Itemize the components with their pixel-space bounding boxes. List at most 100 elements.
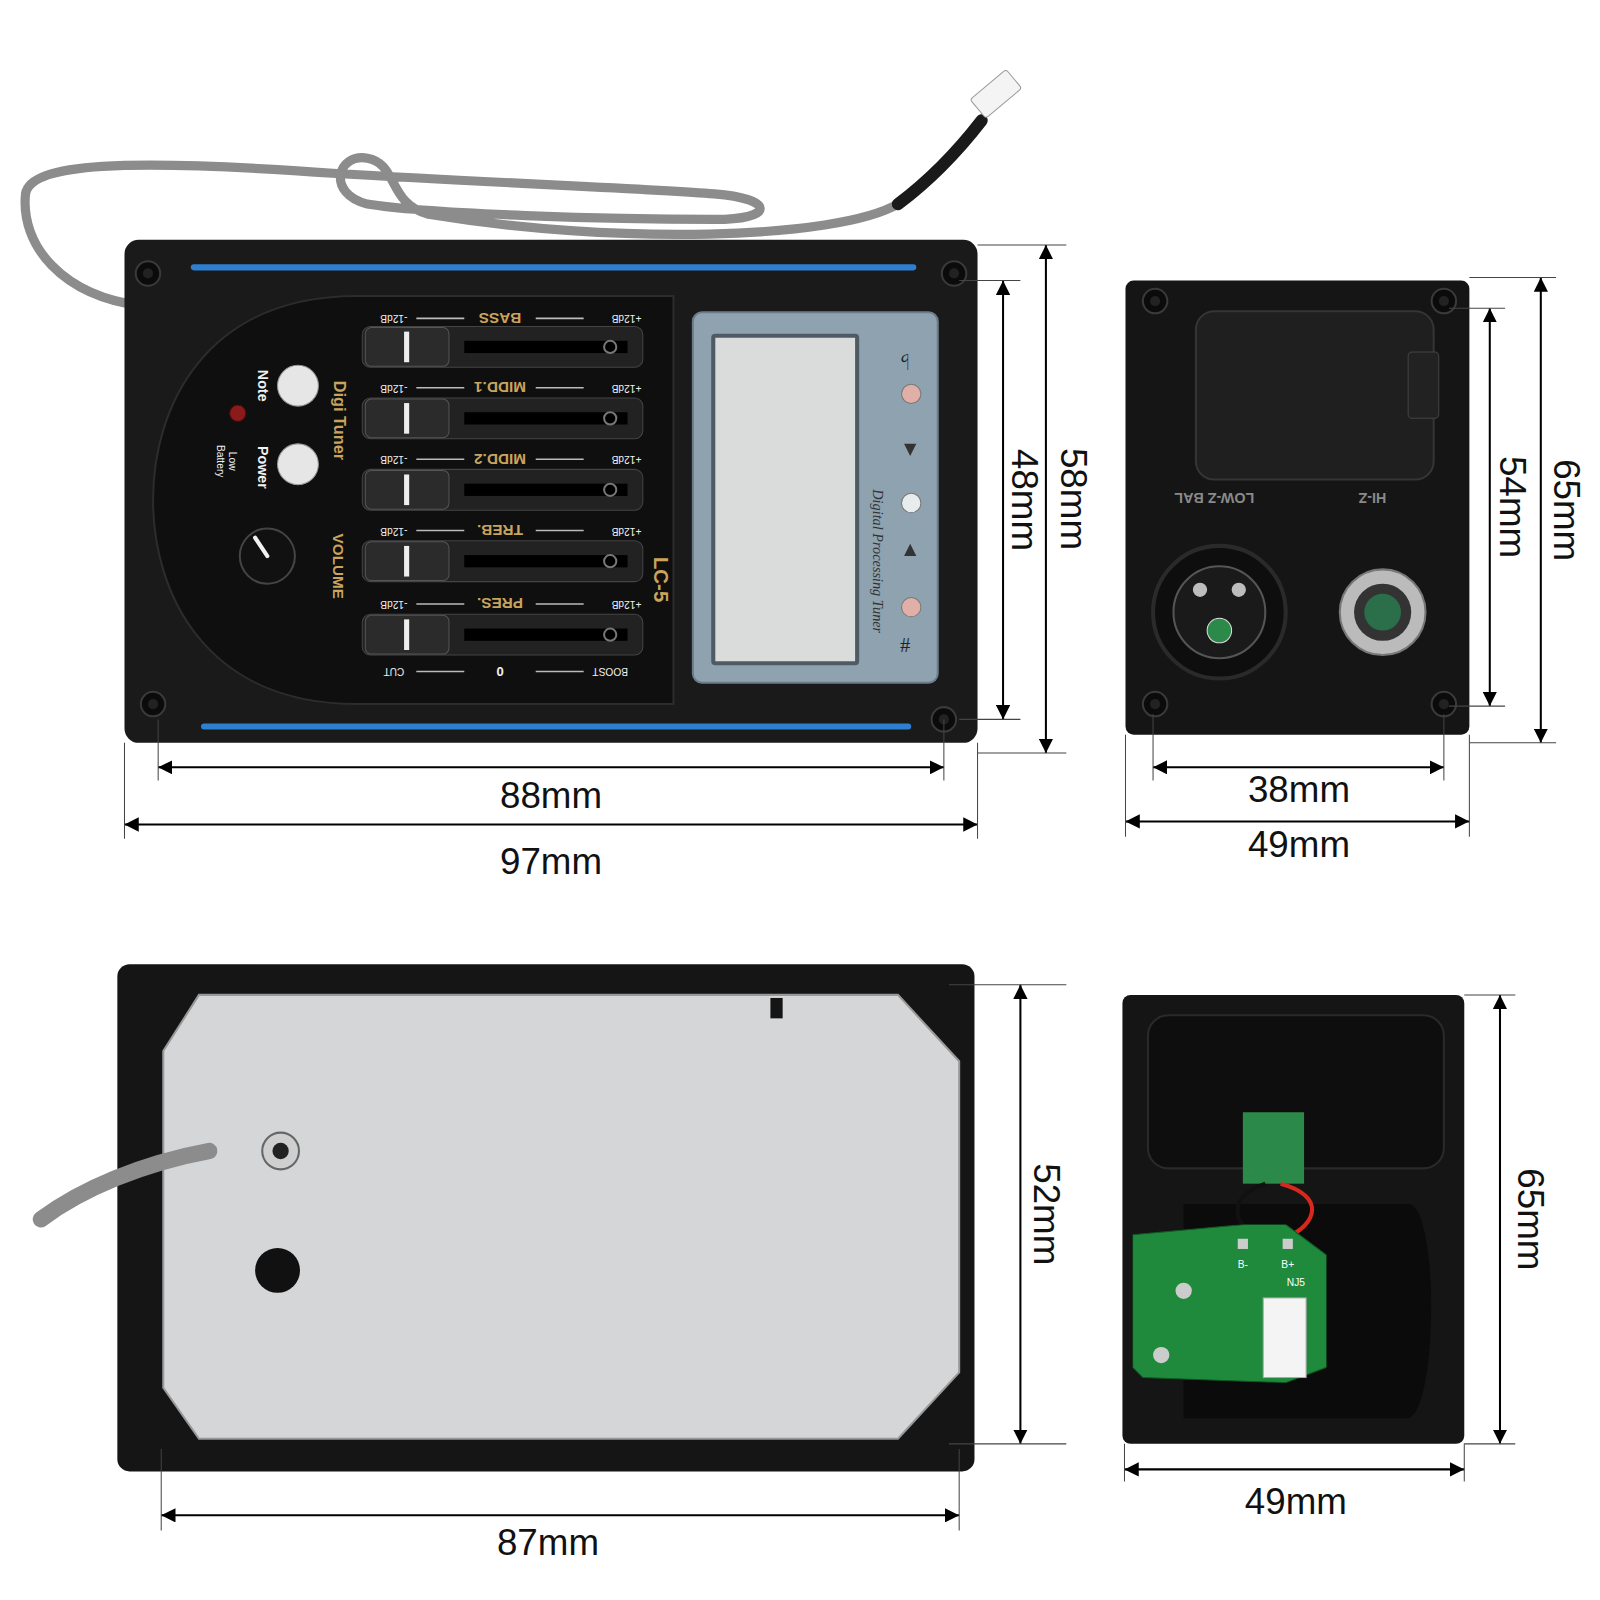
extension-line <box>977 743 978 839</box>
slider <box>464 555 627 567</box>
gain-mark: +12dB <box>612 454 642 464</box>
slider <box>464 484 627 496</box>
dimension: 52mm <box>1028 1163 1065 1265</box>
front-panel <box>124 240 977 743</box>
scale-line <box>536 603 584 605</box>
scale-line <box>536 387 584 389</box>
extension-line <box>959 1449 960 1531</box>
scale-line <box>416 603 464 605</box>
pin-name: B- <box>1238 1260 1248 1270</box>
slider <box>604 484 616 496</box>
front-panel <box>278 444 319 485</box>
slider <box>362 541 643 582</box>
extension-line <box>1469 742 1556 743</box>
slider <box>604 341 616 353</box>
slider <box>604 555 616 567</box>
jack-panel <box>1354 584 1411 641</box>
scale-line <box>416 458 464 460</box>
extension-line <box>1469 277 1556 278</box>
slider <box>365 615 449 654</box>
gain-mark: +12dB <box>612 599 642 609</box>
led-label: Low Battery <box>215 445 237 477</box>
gain-mark: +12dB <box>612 383 642 393</box>
pin-name: B+ <box>1281 1260 1294 1270</box>
jack-panel <box>1364 594 1401 631</box>
back-plate <box>770 998 782 1018</box>
front-panel <box>194 264 913 270</box>
battery-compartment <box>1122 995 1464 1444</box>
back-plate <box>41 964 975 1471</box>
extension-line <box>949 1443 1066 1444</box>
solder-pad <box>1238 1239 1248 1249</box>
screw <box>949 268 959 278</box>
pcb-outline <box>1133 1224 1327 1382</box>
extension-line <box>1464 1443 1515 1444</box>
extension-line <box>978 753 1067 754</box>
flat-symbol: ♭ <box>900 350 910 372</box>
extension-line <box>1124 1444 1125 1482</box>
dimension: 54mm <box>1494 456 1531 558</box>
screw <box>143 268 153 278</box>
arrow-symbol <box>904 544 916 556</box>
jack-panel <box>1196 311 1434 479</box>
slider <box>604 412 616 424</box>
slider <box>365 542 449 581</box>
slider <box>365 399 449 438</box>
tuner-led <box>901 597 921 617</box>
extension-line <box>124 743 125 839</box>
scale-line <box>416 318 464 320</box>
screw <box>1143 692 1167 716</box>
band-label: MIDD.1 <box>474 380 526 395</box>
dimension-line <box>1045 245 1047 753</box>
jack-panel <box>1232 583 1246 597</box>
slider <box>404 474 409 505</box>
dimension-line <box>158 766 944 768</box>
jack-label: LOW-Z BAL <box>1174 491 1254 505</box>
sharp-symbol: # <box>900 635 910 655</box>
arrow-symbol <box>904 444 916 456</box>
screw <box>1150 296 1160 306</box>
dimension: 49mm <box>1248 827 1350 864</box>
front-panel <box>240 529 295 584</box>
gain-mark: -12dB <box>380 599 407 609</box>
dimension: 49mm <box>1245 1484 1347 1521</box>
tuner-display: ♭ Digital Processing Tuner # <box>692 311 939 683</box>
scale-line <box>536 530 584 532</box>
extension-line <box>1125 735 1126 837</box>
slider <box>362 327 643 368</box>
extension-line <box>959 719 1020 720</box>
knob-label: VOLUME <box>331 534 346 599</box>
front-panel <box>124 240 977 743</box>
slider <box>404 332 409 363</box>
scale-line <box>416 530 464 532</box>
jack-panel <box>1207 618 1231 642</box>
back-plate <box>262 1133 299 1170</box>
screw <box>136 261 160 285</box>
band-label: MIDD.2 <box>474 452 526 467</box>
dimension-lines <box>124 245 1556 1531</box>
extension-line <box>943 719 944 780</box>
mount-hole <box>1153 1347 1169 1363</box>
jack-panel <box>1126 281 1470 735</box>
tuner-led <box>901 384 921 404</box>
cable <box>898 120 982 204</box>
display-caption: Digital Processing Tuner <box>870 489 884 633</box>
screw <box>1439 699 1449 709</box>
slider <box>604 629 616 641</box>
dimension: 58mm <box>1055 448 1092 550</box>
battery-compartment <box>1243 1112 1304 1183</box>
scale-line <box>536 671 584 673</box>
dimension-line <box>1126 820 1470 822</box>
pcb <box>1133 1224 1327 1382</box>
mount-hole <box>1176 1283 1192 1299</box>
button-label: Note <box>256 370 270 402</box>
dimension-line <box>1489 308 1491 706</box>
jack-panel <box>1340 569 1426 655</box>
front-panel <box>230 405 246 421</box>
tuner-led <box>901 493 921 513</box>
dimension-line <box>1002 281 1004 720</box>
model-name: LC-5 <box>651 557 671 602</box>
